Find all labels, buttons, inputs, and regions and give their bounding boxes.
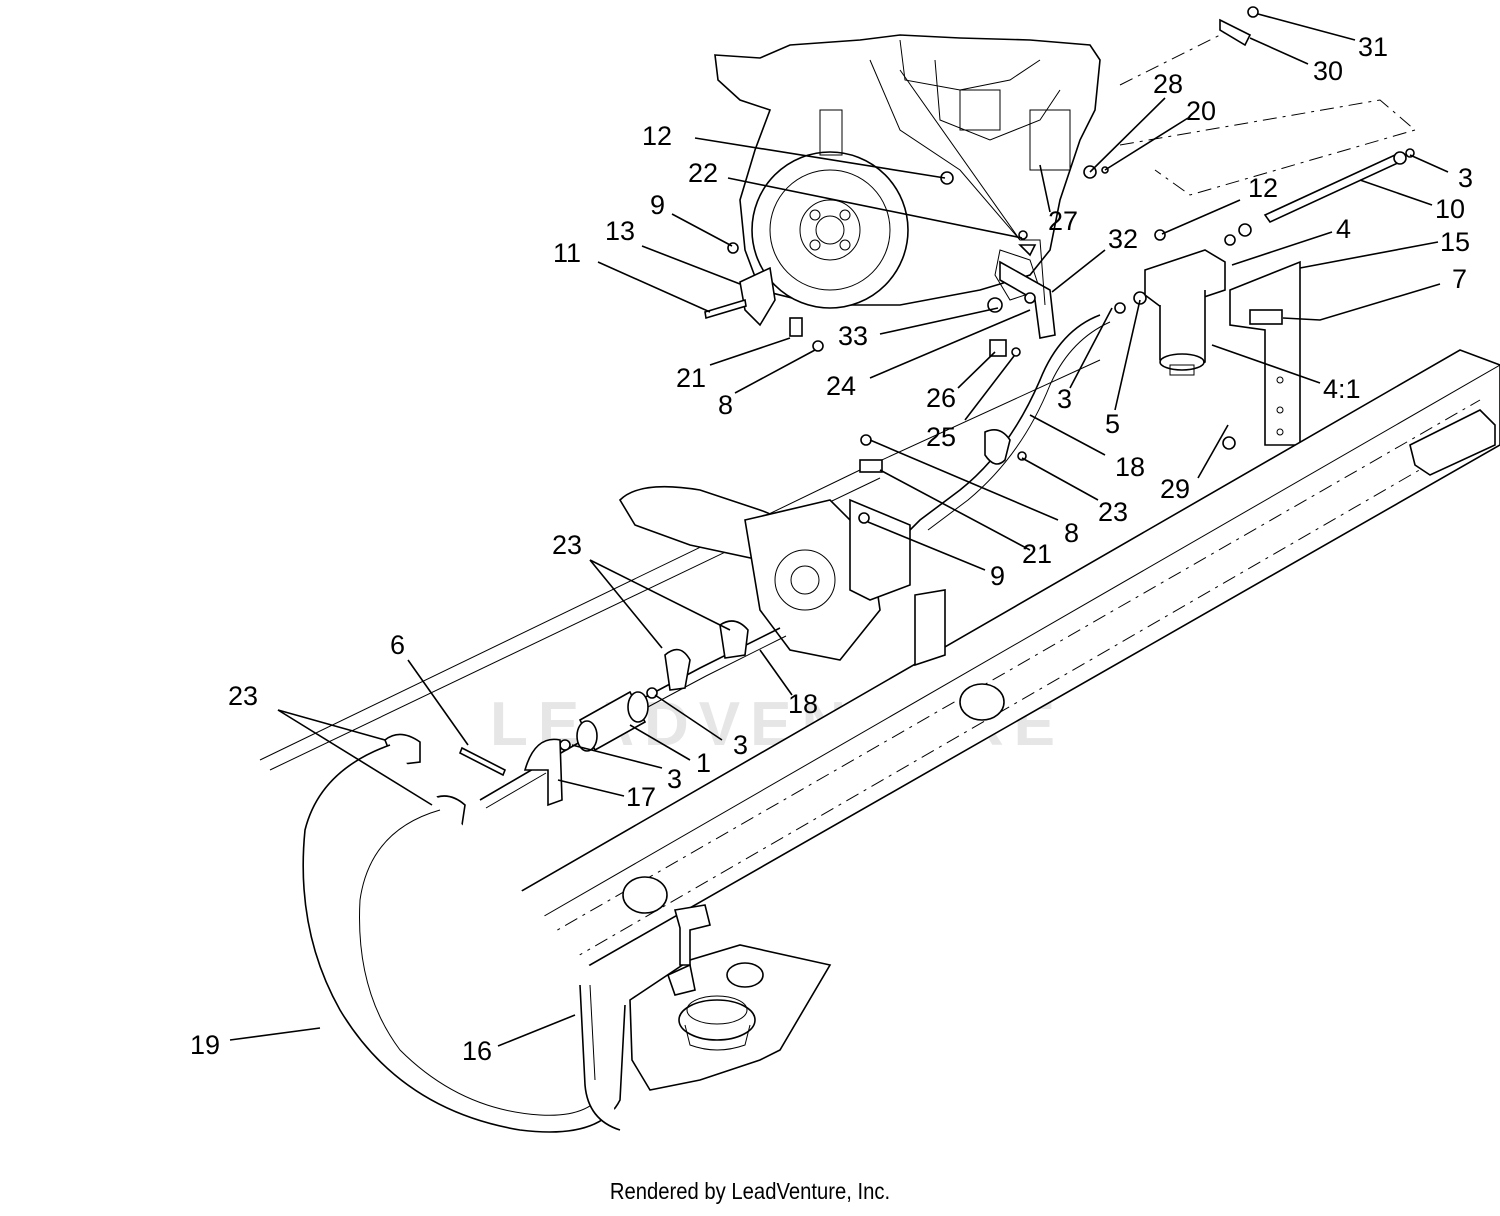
- callout-18: 18: [788, 689, 818, 719]
- callout-21: 21: [676, 363, 706, 393]
- callout-10: 10: [1435, 194, 1465, 224]
- callout-12: 12: [642, 121, 672, 151]
- callout-16: 16: [462, 1036, 492, 1066]
- callout-24: 24: [826, 371, 856, 401]
- callout-23: 23: [228, 681, 258, 711]
- fuel-water-separator: [1144, 249, 1301, 450]
- leader-lines: [229, 13, 1449, 1047]
- callout-18: 18: [1115, 452, 1145, 482]
- callout-25: 25: [926, 422, 956, 452]
- callout-15: 15: [1440, 227, 1470, 257]
- callout-30: 30: [1313, 56, 1343, 86]
- callout-29: 29: [1160, 474, 1190, 504]
- callout-4-1: 4:1: [1323, 374, 1361, 404]
- callout-13: 13: [605, 216, 635, 246]
- callout-22: 22: [688, 158, 718, 188]
- callout-28: 28: [1153, 69, 1183, 99]
- callout-20: 20: [1186, 96, 1216, 126]
- fuel-tank: [629, 944, 832, 1091]
- callout-3: 3: [667, 764, 682, 794]
- callout-3: 3: [733, 730, 748, 760]
- callout-8: 8: [718, 390, 733, 420]
- callout-23: 23: [1098, 497, 1128, 527]
- callout-11: 11: [553, 238, 581, 268]
- callout-3: 3: [1057, 384, 1072, 414]
- callout-17: 17: [626, 782, 656, 812]
- callout-4: 4: [1336, 214, 1351, 244]
- inline-fuel-filter: [576, 690, 649, 752]
- callout-31: 31: [1358, 32, 1388, 62]
- callout-19: 19: [190, 1030, 220, 1060]
- callout-3: 3: [1458, 163, 1473, 193]
- callout-23: 23: [552, 530, 582, 560]
- callout-1: 1: [696, 748, 711, 778]
- callout-12: 12: [1248, 173, 1278, 203]
- callout-27: 27: [1048, 206, 1078, 236]
- callout-9: 9: [990, 561, 1005, 591]
- render-credit: Rendered by LeadVenture, Inc.: [609, 1178, 891, 1204]
- callout-21: 21: [1022, 539, 1052, 569]
- callout-33: 33: [838, 321, 868, 351]
- callout-8: 8: [1064, 518, 1079, 548]
- callout-26: 26: [926, 383, 956, 413]
- callout-7: 7: [1452, 264, 1467, 294]
- callout-32: 32: [1108, 224, 1138, 254]
- callout-5: 5: [1105, 409, 1120, 439]
- callout-labels: 31 30 28 20 12 22 3 10 12 9 27 13 32 4 1…: [190, 32, 1473, 1066]
- callout-6: 6: [390, 630, 405, 660]
- callout-9: 9: [650, 190, 665, 220]
